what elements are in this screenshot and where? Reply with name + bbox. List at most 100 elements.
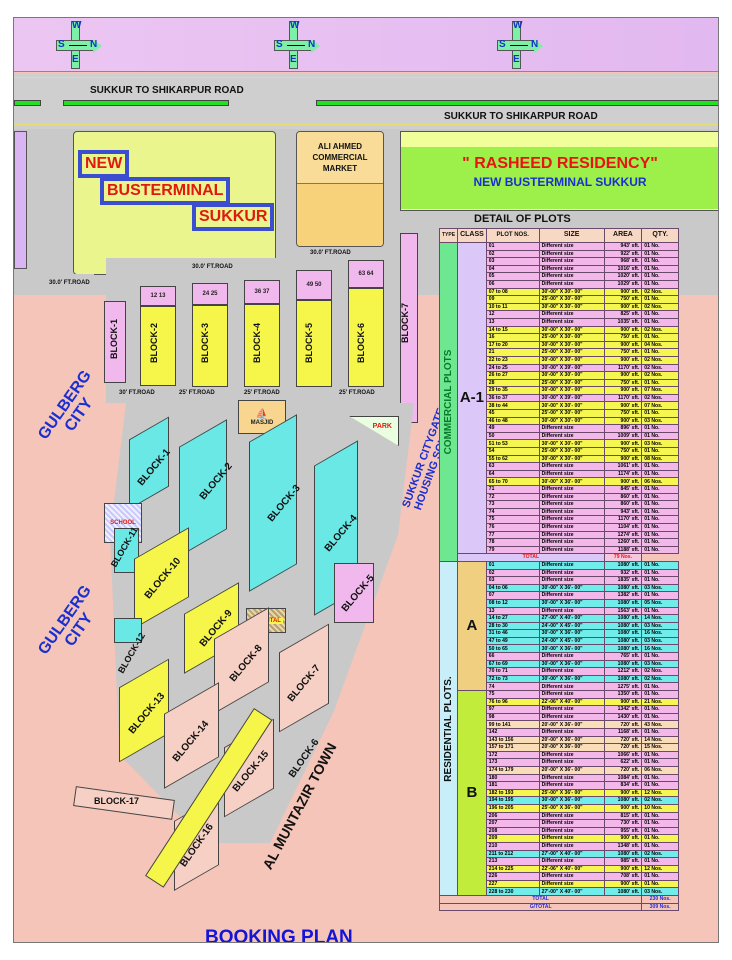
cell-size: Different size — [538, 249, 605, 259]
cell-area: 900' sft. — [603, 697, 643, 707]
cell-plot: 75 — [485, 515, 540, 524]
bus-terminal-label: BUSTERMINAL — [99, 177, 231, 205]
plot[interactable]: 12 13 — [140, 286, 176, 306]
plot[interactable]: 36 37 — [244, 280, 280, 304]
cell-plot: 63 — [485, 462, 540, 471]
cell-qty: 02 Nos. — [641, 325, 679, 335]
cell-size: Different size — [538, 667, 605, 676]
cell-plot: 17 to 20 — [485, 340, 540, 350]
cell-area: 900' sft. — [603, 325, 643, 335]
road-label: SUKKUR TO SHIKARPUR ROAD — [444, 111, 598, 122]
cell-qty: 01 No. — [641, 750, 679, 760]
cell-qty: 01 No. — [641, 492, 679, 502]
cell-plot: 71 — [485, 485, 540, 494]
cell-plot: 209 — [485, 834, 540, 843]
cell-plot: 74 — [485, 682, 540, 692]
cell-plot: 26 to 27 — [485, 371, 540, 380]
cell-qty: 01 No. — [641, 249, 679, 259]
cell-plot: 38 to 44 — [485, 401, 540, 411]
commercial-block-6[interactable] — [348, 288, 384, 387]
cell-size: Different size — [538, 310, 605, 319]
cell-qty: 01 No. — [641, 530, 679, 540]
cell-area: 825' sft. — [603, 310, 643, 319]
cell-plot: 182 to 193 — [485, 788, 540, 798]
cell-size: Different size — [538, 879, 605, 889]
cell-size: 30'-00" X 36'- 00" — [538, 644, 605, 654]
cell-qty: 06 Nos. — [641, 765, 679, 775]
plot[interactable]: 63 64 — [348, 260, 384, 288]
cell-plot: 228 to 230 — [485, 887, 540, 897]
plot[interactable]: 49 50 — [296, 270, 332, 300]
cell-plot: 50 to 65 — [485, 644, 540, 654]
residential-block-12[interactable] — [114, 618, 142, 643]
commercial-block-1[interactable] — [104, 301, 126, 383]
cell-size: 30'-00" X 30'- 00" — [538, 477, 605, 486]
cell-area: 750' sft. — [603, 378, 643, 388]
cell-size: 25'-00" X 30'- 00" — [538, 378, 605, 388]
commercial-block-2[interactable] — [140, 306, 176, 386]
cell-plot: 24 to 25 — [485, 363, 540, 373]
cell-plot: 21 — [485, 348, 540, 357]
cell-plot: 55 to 62 — [485, 454, 540, 464]
cell-plot: 04 — [485, 264, 540, 274]
cell-qty: 02 Nos. — [641, 393, 679, 403]
new-busterminal-parcel: NEW BUSTERMINAL SUKKUR — [73, 131, 276, 275]
cell-size: Different size — [538, 773, 605, 783]
commercial-block-4[interactable] — [244, 304, 280, 387]
plot[interactable]: 24 25 — [192, 283, 228, 305]
cell-plot: 72 to 73 — [485, 674, 540, 684]
cell-plot: 03 — [485, 257, 540, 266]
cell-qty: 01 No. — [641, 295, 679, 304]
cell-area: 720' sft. — [603, 720, 643, 729]
cell-area: 1035' sft. — [603, 317, 643, 327]
cell-area: 900' sft. — [603, 834, 643, 843]
cell-qty: 16 Nos. — [641, 644, 679, 654]
cell-size: Different size — [538, 705, 605, 714]
cell-qty: 01 No. — [641, 652, 679, 661]
class-cell: A-1 — [457, 241, 487, 555]
cell-qty: 06 Nos. — [641, 477, 679, 486]
cell-size: Different size — [538, 272, 605, 281]
cell-plot: 12 — [485, 310, 540, 319]
cell-plot: 54 — [485, 447, 540, 456]
cell-area: 1382' sft. — [603, 591, 643, 600]
commercial-block-5[interactable] — [296, 300, 332, 387]
cell-size: 27'-00" X 40'- 00" — [538, 849, 605, 859]
cell-qty: 03 Nos. — [641, 416, 679, 426]
commercial-block-3[interactable] — [192, 305, 228, 387]
cell-plot: 67 to 69 — [485, 659, 540, 669]
cell-area: 900' sft. — [603, 302, 643, 312]
cell-area: 1188' sft. — [603, 545, 643, 555]
cell-size: Different size — [538, 424, 605, 433]
cell-plot: 09 — [485, 295, 540, 304]
type-cell: COMMERCIAL PLOTS — [438, 242, 459, 562]
cell-area: 932' sft. — [603, 568, 643, 578]
cell-plot: 31 to 46 — [485, 629, 540, 638]
cell-size: Different size — [538, 682, 605, 692]
cell-qty: 01 No. — [641, 257, 679, 266]
cell-qty: 21 Nos. — [641, 697, 679, 707]
cell-qty: 01 No. — [641, 378, 679, 388]
cell-size: Different size — [538, 492, 605, 502]
cell-size: Different size — [538, 469, 605, 479]
cell-qty: 01 No. — [641, 462, 679, 471]
residential-block-5[interactable] — [334, 563, 374, 623]
cell-plot: 07 to 08 — [485, 287, 540, 297]
cell-qty: 01 No. — [641, 705, 679, 714]
cell-size: Different size — [538, 819, 605, 828]
cell-area: 1170' sft. — [603, 515, 643, 524]
cell-area: 1563' sft. — [603, 606, 643, 616]
cell-size: 30'-00" X 30'- 00" — [538, 302, 605, 312]
cell-size: Different size — [538, 652, 605, 661]
cell-plot: 214 to 225 — [485, 864, 540, 874]
cell-plot: 14 to 15 — [485, 325, 540, 335]
